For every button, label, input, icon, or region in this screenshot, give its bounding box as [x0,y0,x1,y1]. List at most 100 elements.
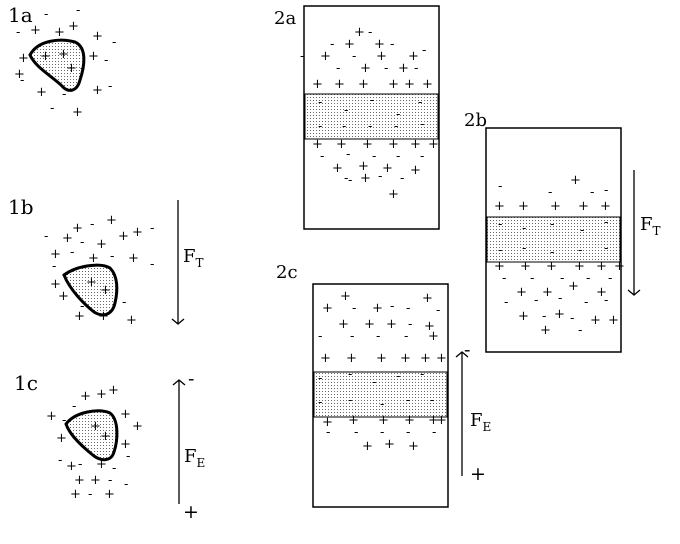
minus-charge: - [112,35,116,50]
minus-charge: - [348,393,352,408]
plus-charge: + [80,389,91,404]
plus-charge: + [58,289,69,304]
plus-charge: + [104,487,115,502]
plus-charge: + [360,61,371,76]
plus-charge: + [118,229,129,244]
particle-1c [64,409,119,462]
force-label-ft-2b: FT [640,214,661,238]
minus-charge: - [420,367,424,382]
minus-charge: - [390,37,394,52]
minus-charge: - [80,61,84,76]
minus-charge: - [504,295,508,310]
plus-charge: + [74,309,85,324]
plus-charge: + [348,413,359,428]
plus-charge: + [362,137,373,152]
minus-charge: - [498,217,502,232]
sign-plus-1c: + [183,501,199,523]
sign-minus-1c: - [188,368,194,390]
minus-charge: - [560,271,564,286]
minus-charge: - [604,241,608,256]
charge-symbols: ---++++-++++-+-+-+--++-+-+-+-+++-+-+--+-… [14,3,625,502]
minus-charge: - [376,329,380,344]
minus-charge: - [590,185,594,200]
plus-charge: + [408,439,419,454]
minus-charge: - [378,169,382,184]
minus-charge: - [558,291,562,306]
minus-charge: - [394,119,398,134]
plus-charge: + [358,77,369,92]
panel-label-1a: 1a [8,3,33,27]
box-2a [303,5,440,230]
minus-charge: - [420,149,424,164]
plus-charge: + [574,259,585,274]
plus-charge: + [56,431,67,446]
plus-charge: + [68,19,79,34]
minus-charge: - [300,49,304,64]
plus-charge: + [376,49,387,64]
minus-charge: - [396,107,400,122]
minus-charge: - [372,149,376,164]
plus-charge: + [344,37,355,52]
plus-charge: + [58,47,69,62]
minus-charge: - [406,425,410,440]
plus-charge: + [608,313,619,328]
minus-charge: - [408,317,412,332]
plus-charge: + [404,77,415,92]
minus-charge: - [336,61,340,76]
plus-charge: + [96,387,107,402]
plus-charge: + [518,199,529,214]
plus-charge: + [600,199,611,214]
plus-charge: + [320,49,331,64]
sign-plus-2c: + [470,463,486,485]
plus-charge: + [388,77,399,92]
minus-charge: - [126,449,130,464]
minus-charge: - [44,229,48,244]
plus-charge: + [338,317,349,332]
plus-charge: + [546,259,557,274]
plus-charge: + [96,457,107,472]
minus-charge: - [396,149,400,164]
plus-charge: + [570,173,581,188]
plus-charge: + [436,413,447,428]
minus-charge: - [350,329,354,344]
plus-charge: + [364,317,375,332]
plus-charge: + [410,137,421,152]
plus-charge: + [428,413,439,428]
minus-charge: - [384,61,388,76]
minus-charge: - [90,217,94,232]
plus-charge: + [372,301,383,316]
minus-charge: - [318,395,322,410]
minus-charge: - [580,223,584,238]
panel-label-2a: 2a [274,8,296,29]
plus-charge: + [358,159,369,174]
minus-charge: - [52,259,56,274]
charged-layer-2b [486,216,621,263]
plus-charge: + [420,351,431,366]
minus-charge: - [80,235,84,250]
minus-charge: - [418,95,422,110]
plus-charge: + [322,415,333,430]
charged-layer-2a [304,93,439,140]
plus-charge: + [340,289,351,304]
minus-charge: - [344,171,348,186]
minus-charge: - [326,425,330,440]
minus-charge: - [112,461,116,476]
plus-charge: + [332,161,343,176]
minus-charge: - [70,245,74,260]
minus-charge: - [370,93,374,108]
minus-charge: - [78,457,82,472]
plus-charge: + [62,231,73,246]
plus-charge: + [386,317,397,332]
plus-charge: + [336,137,347,152]
minus-charge: - [318,371,322,386]
plus-charge: + [428,137,439,152]
minus-charge: - [390,299,394,314]
minus-charge: - [318,119,322,134]
force-label-ft-1b: FT [183,246,204,270]
particle-1a [28,38,86,92]
plus-charge: + [554,307,565,322]
plus-charge: + [90,419,101,434]
minus-charge: - [436,303,440,318]
plus-charge: + [334,77,345,92]
plus-charge: + [374,37,385,52]
